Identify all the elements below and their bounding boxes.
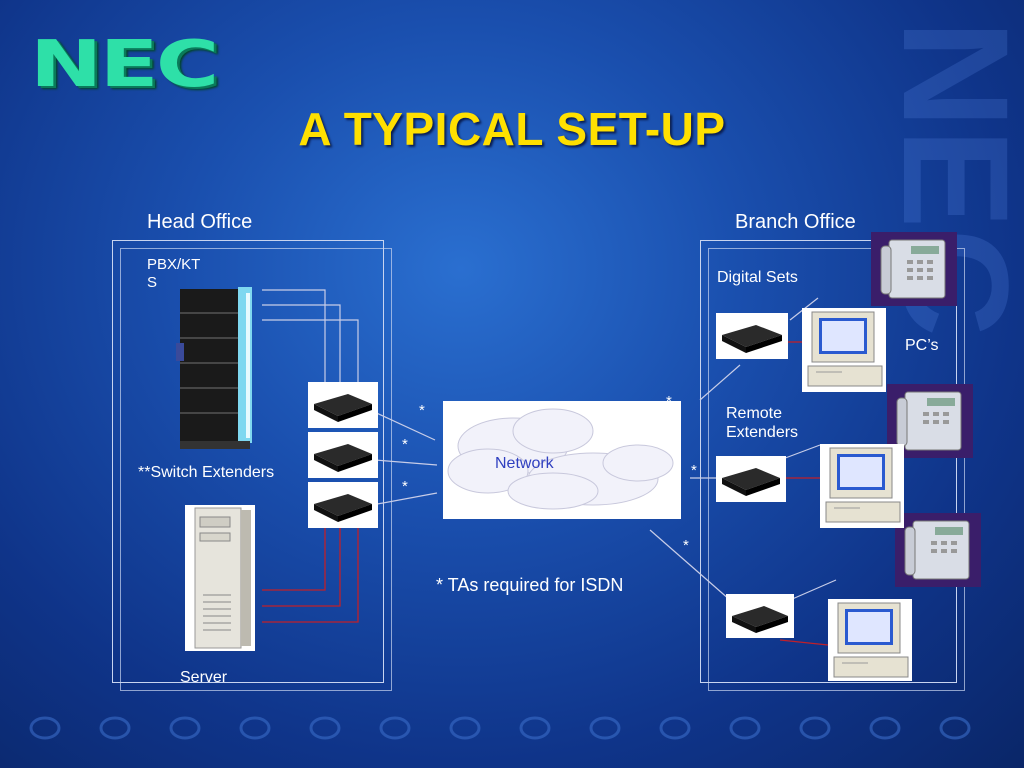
star-4: * (666, 393, 672, 410)
switch-extender-2 (308, 432, 378, 478)
extender-device-icon (314, 394, 372, 422)
star-2: * (402, 436, 408, 453)
server-image (185, 505, 255, 651)
pc-3 (828, 599, 912, 681)
extender-device-icon (314, 444, 372, 472)
remote-extenders-label: Remote Extenders (726, 405, 799, 442)
pc-icon (807, 311, 883, 387)
pbx-label: PBX/KT S (147, 256, 201, 291)
head-office-title: Head Office (147, 211, 253, 233)
switch-extender-1 (308, 382, 378, 428)
digital-phone-2 (887, 384, 973, 458)
branch-office-frame-inner (708, 248, 965, 691)
star-1: * (419, 402, 425, 419)
network-cloud-image (443, 401, 681, 519)
pc-1 (802, 308, 886, 392)
pbx-cabinet-image (176, 287, 252, 449)
star-6: * (683, 537, 689, 554)
digital-phone-3 (895, 513, 981, 587)
server-label: Server (180, 669, 228, 686)
network-label: Network (495, 455, 554, 472)
pcs-label: PC’s (905, 337, 939, 354)
switch-extenders-label: **Switch Extenders (138, 464, 275, 481)
phone-icon (896, 391, 962, 451)
extender-device-icon (722, 325, 782, 353)
digital-phone-1 (871, 232, 957, 306)
extender-device-icon (722, 468, 780, 496)
head-office-frame-inner (120, 248, 392, 691)
pc-2 (820, 444, 904, 528)
extender-device-icon (732, 606, 788, 633)
remote-extender-3 (726, 594, 794, 638)
pc-icon (833, 602, 909, 678)
branch-office-title: Branch Office (735, 211, 856, 233)
extender-device-icon (314, 494, 372, 522)
branch-office-frame-outer (700, 240, 957, 683)
slide-title: A TYPICAL SET-UP (298, 103, 726, 155)
isdn-note: * TAs required for ISDN (436, 575, 624, 595)
digital-sets-label: Digital Sets (717, 269, 798, 286)
switch-extender-3 (308, 482, 378, 528)
background-circles (29, 716, 971, 740)
phone-icon (904, 520, 970, 580)
star-5: * (691, 462, 697, 479)
remote-extender-2 (716, 456, 786, 502)
remote-extender-1 (716, 313, 788, 359)
pc-icon (825, 447, 901, 523)
nec-logo: NEC (30, 28, 219, 102)
head-office-frame-outer (112, 240, 384, 683)
star-3: * (402, 478, 408, 495)
phone-icon (880, 239, 946, 299)
